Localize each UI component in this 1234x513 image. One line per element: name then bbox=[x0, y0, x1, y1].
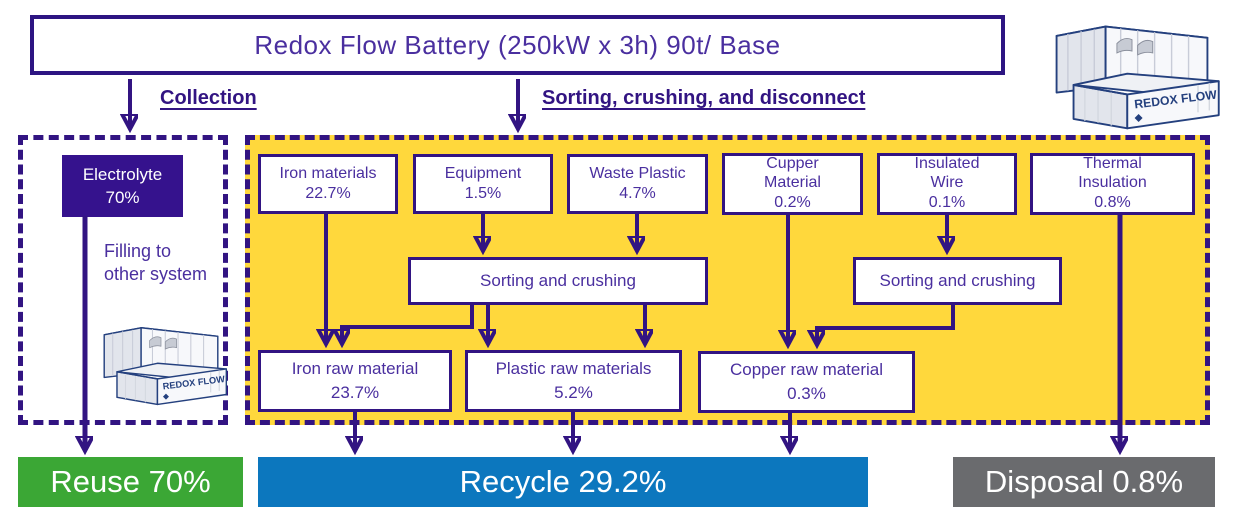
input-percent: 0.1% bbox=[928, 194, 966, 212]
recycle-total-bar: Recycle 29.2% bbox=[258, 457, 868, 507]
input-percent: 4.7% bbox=[619, 185, 656, 202]
output-percent: 0.3% bbox=[787, 384, 826, 403]
redox-flow-container-image-small: REDOX FLOW bbox=[103, 327, 228, 406]
electrolyte-percent: 70% bbox=[105, 187, 140, 207]
input-name: Iron materials bbox=[279, 164, 377, 182]
filling-note: Filling to other system bbox=[104, 241, 208, 284]
output-name: Plastic raw materials bbox=[495, 359, 652, 379]
input-name: Insulated Wire bbox=[914, 155, 980, 191]
input-percent: 0.2% bbox=[774, 194, 811, 212]
input-box-cupper-material: Cupper Material 0.2% bbox=[722, 153, 863, 215]
output-name: Iron raw material bbox=[291, 359, 419, 379]
input-name: Equipment bbox=[444, 164, 522, 182]
disposal-total-bar: Disposal 0.8% bbox=[953, 457, 1215, 507]
input-percent: 0.8% bbox=[1094, 194, 1131, 212]
process-label: Sorting and crushing bbox=[879, 271, 1036, 290]
electrolyte-name: Electrolyte bbox=[82, 164, 163, 184]
input-percent: 22.7% bbox=[305, 185, 351, 202]
vent-hoods bbox=[149, 336, 177, 350]
title-box: Redox Flow Battery (250kW x 3h) 90t/ Bas… bbox=[30, 15, 1005, 75]
input-name: Cupper Material bbox=[764, 155, 821, 191]
output-box-copper-raw: Copper raw material 0.3% bbox=[698, 351, 915, 413]
input-percent: 1.5% bbox=[464, 185, 502, 202]
page-title: Redox Flow Battery (250kW x 3h) 90t/ Bas… bbox=[254, 29, 781, 60]
process-label: Sorting and crushing bbox=[480, 271, 636, 290]
output-percent: 5.2% bbox=[554, 383, 593, 402]
electrolyte-box: Electrolyte 70% bbox=[62, 155, 183, 217]
input-box-equipment: Equipment 1.5% bbox=[413, 154, 553, 214]
input-box-insulated-wire: Insulated Wire 0.1% bbox=[877, 153, 1017, 215]
output-box-plastic-raw: Plastic raw materials 5.2% bbox=[465, 350, 682, 412]
input-box-thermal-insulation: Thermal Insulation 0.8% bbox=[1030, 153, 1195, 215]
brand-logo-mark bbox=[162, 393, 169, 400]
redox-flow-container-image: REDOX FLOW bbox=[1055, 25, 1220, 130]
reuse-total-bar: Reuse 70% bbox=[18, 457, 243, 507]
output-name: Copper raw material bbox=[729, 360, 884, 380]
process-box-sorting-right: Sorting and crushing bbox=[853, 257, 1062, 305]
output-box-iron-raw: Iron raw material 23.7% bbox=[258, 350, 452, 412]
sorting-label: Sorting, crushing, and disconnect bbox=[542, 87, 866, 109]
input-box-waste-plastic: Waste Plastic 4.7% bbox=[567, 154, 708, 214]
output-percent: 23.7% bbox=[330, 383, 380, 402]
input-name: Thermal Insulation bbox=[1078, 155, 1147, 191]
collection-label: Collection bbox=[160, 87, 257, 109]
process-box-sorting-left: Sorting and crushing bbox=[408, 257, 708, 305]
input-name: Waste Plastic bbox=[589, 164, 686, 182]
input-box-iron-materials: Iron materials 22.7% bbox=[258, 154, 398, 214]
vent-hoods bbox=[1116, 38, 1154, 56]
